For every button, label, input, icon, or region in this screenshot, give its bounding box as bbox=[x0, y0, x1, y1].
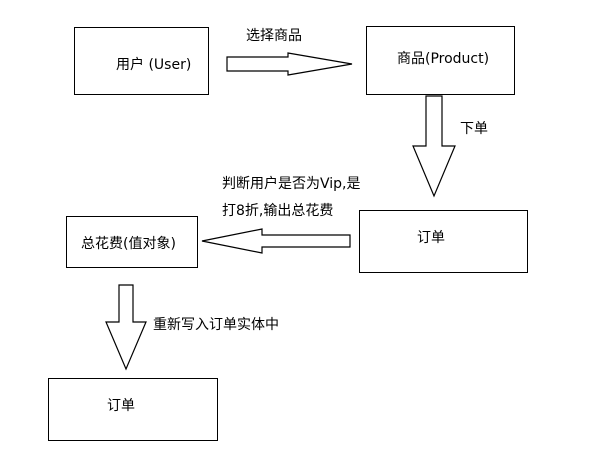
product-node bbox=[366, 26, 515, 95]
arrow-user-to-product bbox=[226, 52, 353, 76]
edge-label-vip-check-line2: 打8折,输出总花费 bbox=[222, 203, 334, 219]
user-node-label: 用户 (User) bbox=[116, 57, 192, 73]
edge-label-select-product: 选择商品 bbox=[246, 28, 302, 44]
arrow-order-to-total bbox=[201, 228, 351, 254]
order-node-bottom bbox=[48, 378, 218, 441]
edge-label-rewrite: 重新写入订单实体中 bbox=[153, 317, 279, 333]
edge-label-place-order: 下单 bbox=[460, 121, 488, 137]
total-cost-node bbox=[66, 216, 198, 268]
edge-label-vip-check-line1: 判断用户是否为Vip,是 bbox=[222, 176, 361, 192]
product-node-label: 商品(Product) bbox=[397, 51, 490, 67]
arrow-total-to-order bbox=[105, 284, 147, 371]
order-node-top bbox=[359, 210, 528, 273]
user-node bbox=[74, 27, 209, 95]
order-node-top-label: 订单 bbox=[417, 230, 445, 246]
arrow-product-to-order bbox=[412, 95, 456, 198]
total-cost-node-label: 总花费(值对象) bbox=[81, 236, 176, 252]
order-node-bottom-label: 订单 bbox=[107, 398, 135, 414]
